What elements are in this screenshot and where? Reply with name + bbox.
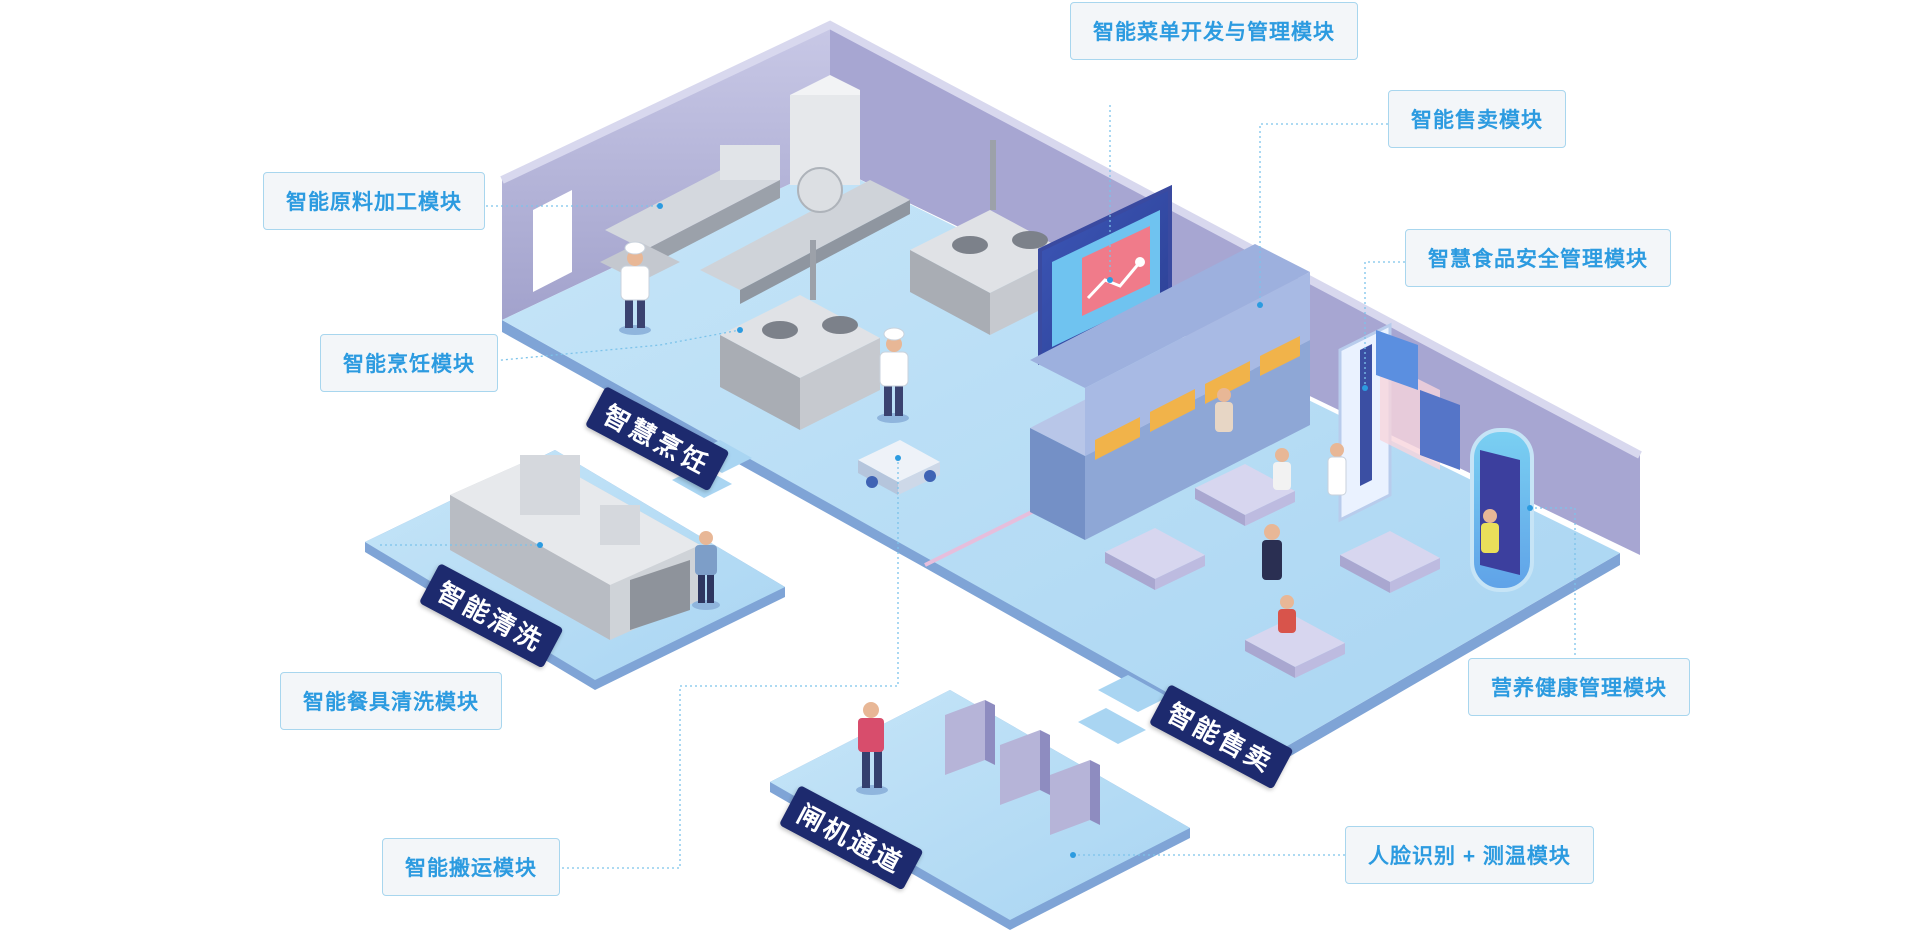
- processing-line: [600, 75, 910, 304]
- transport-robot: [858, 440, 940, 495]
- module-label-tableware-wash: 智能餐具清洗模块: [280, 672, 502, 730]
- module-label-sales: 智能售卖模块: [1388, 90, 1566, 148]
- turnstile-gates: [945, 700, 1100, 835]
- washing-platform: [365, 450, 785, 690]
- diners: [1215, 388, 1499, 633]
- module-label-menu: 智能菜单开发与管理模块: [1070, 2, 1358, 60]
- cooking-robot-2: [910, 140, 1070, 335]
- module-label-raw-processing: 智能原料加工模块: [263, 172, 485, 230]
- back-wall-left: [502, 25, 830, 320]
- module-label-food-safety: 智慧食品安全管理模块: [1405, 229, 1671, 287]
- chef-left: [619, 241, 651, 335]
- module-label-transport: 智能搬运模块: [382, 838, 560, 896]
- connector-lines: [380, 105, 1576, 869]
- dining-tables: [1105, 464, 1440, 678]
- dishwasher-machine: [450, 455, 700, 640]
- washing-worker: [692, 531, 720, 610]
- food-safety-display: [1338, 322, 1460, 523]
- module-label-face-temp: 人脸识别 + 测温模块: [1345, 826, 1594, 884]
- chef-right: [877, 327, 909, 423]
- serving-counter: [1030, 244, 1310, 540]
- walking-person: [856, 702, 888, 795]
- cooking-robot-1: [720, 240, 880, 430]
- module-label-cooking: 智能烹饪模块: [320, 334, 498, 392]
- doorway: [533, 190, 572, 292]
- module-label-nutrition: 营养健康管理模块: [1468, 658, 1690, 716]
- nutrition-kiosk: [1470, 428, 1534, 592]
- gate-platform: [770, 690, 1190, 930]
